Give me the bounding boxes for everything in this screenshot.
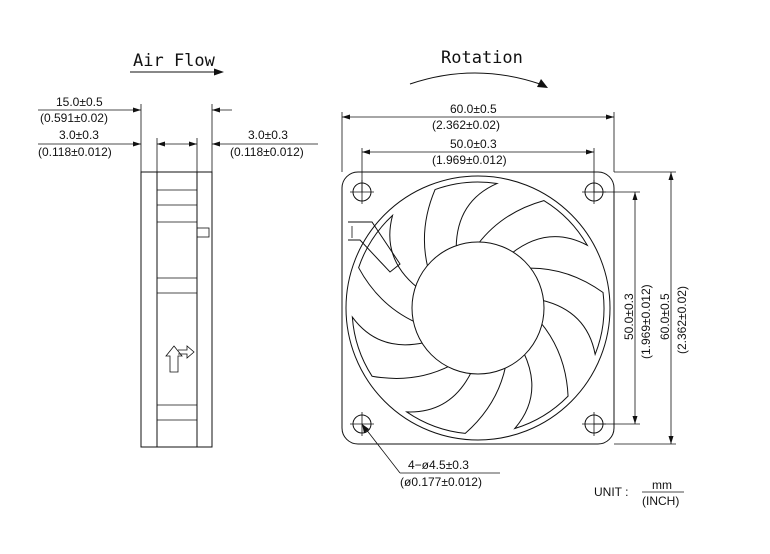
unit-label: UNIT : (594, 485, 628, 499)
fan-frame (341, 171, 615, 445)
hole-note-mm: 4−ø4.5±0.3 (408, 458, 469, 472)
side-frame (140, 171, 213, 448)
front-v-hole-pitch-inch: (1.969±0.012) (639, 284, 653, 359)
unit-mm: mm (652, 478, 672, 492)
fan-blade (477, 200, 589, 254)
fan-blades (351, 181, 605, 434)
fan-hub (411, 241, 545, 375)
side-right-flange-mm: 3.0±0.3 (248, 128, 288, 142)
fan-blade (423, 181, 499, 269)
rotation-title: Rotation (441, 48, 523, 68)
fan-opening (345, 175, 611, 441)
air-flow-arrow (130, 68, 224, 76)
front-v-hole-pitch-mm: 50.0±0.3 (622, 293, 636, 340)
fan-blade (527, 267, 605, 357)
side-depth-mm: 15.0±0.5 (56, 95, 103, 109)
fan-blade (358, 213, 418, 324)
side-depth-inch: (0.591±0.02) (40, 111, 108, 125)
direction-symbol-icon (165, 345, 195, 373)
front-width-mm: 60.0±0.5 (450, 102, 497, 116)
side-view: 15.0±0.5 (0.591±0.02) 3.0±0.3 (0.118±0.0… (38, 95, 318, 448)
front-view: 60.0±0.5 (2.362±0.02) 50.0±0.3 (1.969±0.… (341, 102, 689, 489)
unit-inch: (INCH) (642, 494, 679, 508)
front-height-mm: 60.0±0.5 (658, 293, 672, 340)
fan-blade (351, 315, 452, 379)
front-height-inch: (2.362±0.02) (675, 286, 689, 354)
air-flow-title: Air Flow (133, 51, 216, 71)
hole-note-inch: (ø0.177±0.012) (400, 475, 482, 489)
rotation-arrow (409, 72, 548, 88)
wire-exit (196, 227, 210, 238)
wire-channel (348, 221, 401, 273)
front-hole-pitch-mm: 50.0±0.3 (450, 137, 497, 151)
side-right-flange-inch: (0.118±0.012) (230, 145, 304, 159)
front-hole-pitch-inch: (1.969±0.012) (432, 153, 507, 167)
side-left-flange-mm: 3.0±0.3 (59, 128, 99, 142)
fan-blade (405, 365, 507, 434)
front-width-inch: (2.362±0.02) (432, 118, 500, 132)
side-left-flange-inch: (0.118±0.012) (38, 145, 112, 159)
unit-legend: UNIT : mm (INCH) (594, 478, 684, 508)
